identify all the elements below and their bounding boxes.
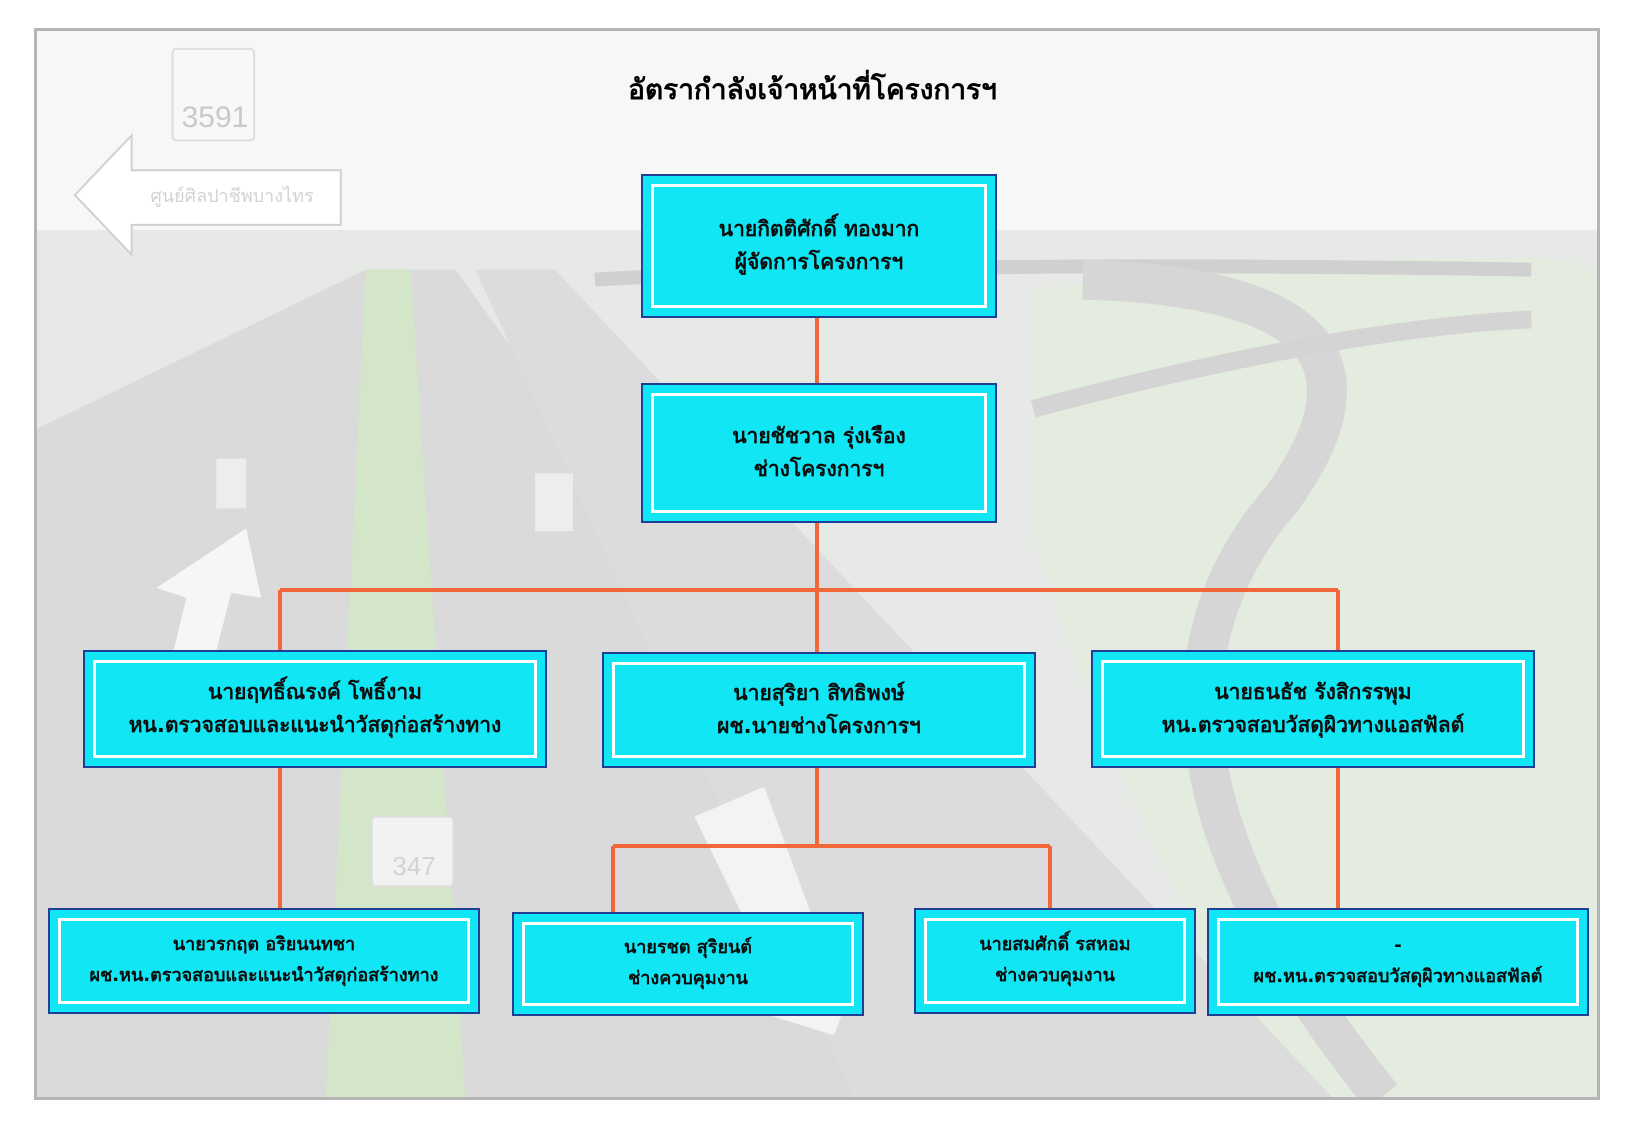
node-role: ช่างควบคุมงาน (995, 965, 1115, 986)
node-materials-inspection-assistant: นายวรกฤต อริยนนทชาผช.หน.ตรวจสอบและแนะนำว… (48, 908, 480, 1014)
node-role: ผช.หน.ตรวจสอบและแนะนำวัสดุก่อสร้างทาง (89, 965, 439, 986)
node-site-inspector-2: นายสมศักดิ์ รสหอมช่างควบคุมงาน (914, 908, 1196, 1014)
node-role: หน.ตรวจสอบวัสดุผิวทางแอสฟัลต์ (1161, 713, 1465, 737)
node-assistant-engineer: นายสุริยา สิทธิพงษ์ผช.นายช่างโครงการฯ (602, 652, 1036, 768)
node-name: นายสมศักดิ์ รสหอม (979, 934, 1131, 956)
node-role: ผช.นายช่างโครงการฯ (717, 714, 921, 738)
chart-title: อัตรากำลังเจ้าหน้าที่โครงการฯ (628, 73, 997, 106)
node-name: นายสุริยา สิทธิพงษ์ (733, 681, 905, 706)
node-name: นายวรกฤต อริยนนทชา (172, 934, 356, 956)
node-role: ผู้จัดการโครงการฯ (734, 250, 904, 274)
node-role: ช่างควบคุมงาน (628, 968, 748, 989)
node-name: นายฤทธิ์ณรงค์ โพธิ์งาม (207, 680, 423, 705)
node-name: - (1394, 935, 1402, 957)
route-badge-top: 3591 (181, 101, 249, 134)
node-name: นายรชต สุริยนต์ (624, 937, 752, 959)
node-role: หน.ตรวจสอบและแนะนำวัสดุก่อสร้างทาง (128, 713, 502, 737)
node-asphalt-inspection-head: นายธนธัช รังสิกรรพุมหน.ตรวจสอบวัสดุผิวทา… (1091, 650, 1535, 768)
node-project-engineer: นายชัชวาล รุ่งเรืองช่างโครงการฯ (641, 383, 997, 523)
node-name: นายกิตติศักดิ์ ทองมาก (718, 217, 920, 242)
node-name: นายธนธัช รังสิกรรพุม (1214, 680, 1412, 705)
node-role: ช่างโครงการฯ (753, 457, 885, 481)
node-name: นายชัชวาล รุ่งเรือง (732, 424, 906, 449)
node-site-inspector-1: นายรชต สุริยนต์ช่างควบคุมงาน (512, 912, 864, 1016)
route-badge-bottom: 347 (392, 851, 436, 881)
node-project-manager: นายกิตติศักดิ์ ทองมากผู้จัดการโครงการฯ (641, 174, 997, 318)
node-asphalt-inspection-assistant: - ผช.หน.ตรวจสอบวัสดุผิวทางแอสฟัลต์ (1207, 908, 1589, 1016)
direction-sign-text: ศูนย์ศิลปาชีพบางไทร (150, 186, 314, 207)
node-materials-inspection-head: นายฤทธิ์ณรงค์ โพธิ์งามหน.ตรวจสอบและแนะนำ… (83, 650, 547, 768)
node-role: ผช.หน.ตรวจสอบวัสดุผิวทางแอสฟัลต์ (1253, 966, 1543, 987)
